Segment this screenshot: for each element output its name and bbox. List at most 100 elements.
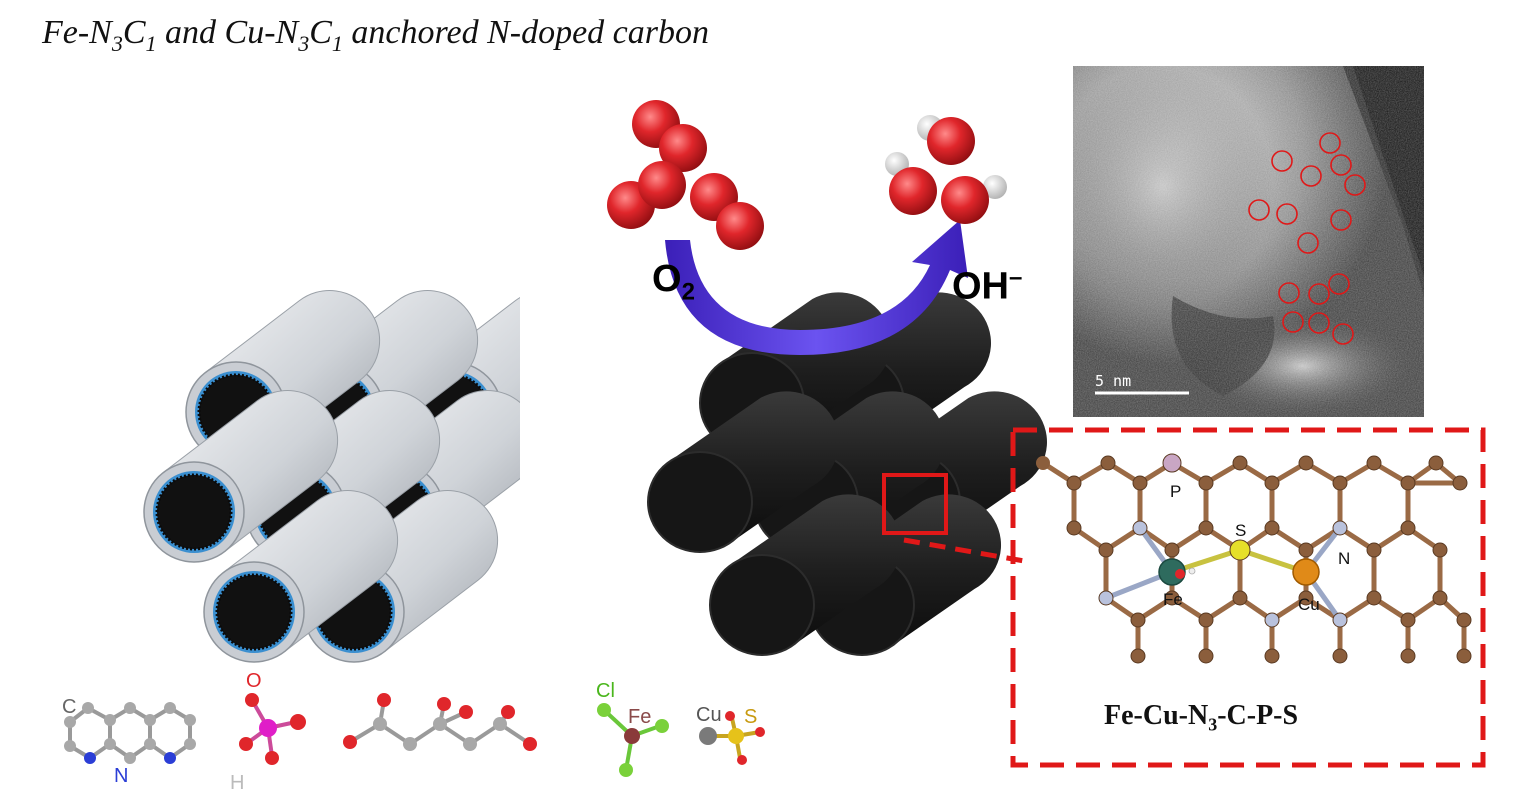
carbon-atom (1198, 612, 1214, 628)
chlorine-atom (597, 703, 611, 717)
carbon-atom (1332, 648, 1348, 664)
haadf-stem-image: 5 nm (1073, 66, 1424, 417)
carbon-atom (433, 717, 447, 731)
oxygen-atom (659, 124, 707, 172)
carbon-atom (164, 702, 176, 714)
atom-marker (1308, 283, 1330, 305)
carbon-atom (493, 717, 507, 731)
carbon-atom (1298, 542, 1314, 558)
atom-marker (1248, 199, 1270, 221)
oxygen-atom (638, 161, 686, 209)
precursor-label-h: H (230, 772, 245, 794)
atom-marker (1300, 165, 1322, 187)
oxygen-atom (941, 176, 989, 224)
carbon-atom (1036, 456, 1050, 470)
oxygen-atom (459, 705, 473, 719)
carbon-atom (1232, 455, 1248, 471)
oxygen-atom (239, 737, 253, 751)
oxygen-atom (437, 697, 451, 711)
structure-frame (1010, 427, 1486, 768)
nitrogen-atom (164, 752, 176, 764)
carbon-atom (1456, 612, 1472, 628)
atom-marker (1344, 174, 1366, 196)
carbon-atom (1366, 542, 1382, 558)
atom-label-n: N (1338, 549, 1351, 568)
carbon-atom (1428, 455, 1444, 471)
carbon-atom (104, 738, 116, 750)
heteroatom (1098, 590, 1114, 606)
carbon-atom (1098, 542, 1114, 558)
atom-label-s: S (1235, 521, 1247, 540)
chlorine-atom (655, 719, 669, 733)
atom-marker (1328, 273, 1350, 295)
heteroatom (1229, 539, 1251, 561)
heteroatom (1332, 612, 1348, 628)
oxygen-atom (290, 714, 306, 730)
atom-marker (1308, 312, 1330, 334)
carbon-atom (1066, 475, 1082, 491)
carbon-atom (1366, 590, 1382, 606)
oh-ligand-hydrogen (1188, 567, 1196, 575)
precursor-label-cl: Cl (596, 680, 615, 702)
carbon-atom (1366, 455, 1382, 471)
precursor-molecules (64, 693, 765, 777)
carbon-atom (1264, 475, 1280, 491)
zoom-highlight-box (882, 473, 948, 535)
carbon-atom (1400, 520, 1416, 536)
atom-label-cu: Cu (1298, 595, 1320, 614)
carbon-atom (1456, 648, 1472, 664)
oxygen-atom (343, 735, 357, 749)
copper-atom (699, 727, 717, 745)
atom-marker (1330, 209, 1352, 231)
reactant-label-o2: O2 (652, 258, 695, 306)
carbon-atom (1452, 475, 1468, 491)
carbon-atom (184, 714, 196, 726)
carbon-atom (1132, 475, 1148, 491)
carbon-atom (1264, 520, 1280, 536)
carbon-atom (1400, 612, 1416, 628)
phosphorus-atom (259, 719, 277, 737)
oxygen-atom (265, 751, 279, 765)
carbon-atom (64, 716, 76, 728)
carbon-atom (1164, 590, 1180, 606)
oxygen-atom (725, 711, 735, 721)
precursor-label-c: C (62, 696, 77, 718)
oxygen-atom (245, 693, 259, 707)
oxygen-atom (755, 727, 765, 737)
carbon-atom (1432, 542, 1448, 558)
oxygen-atom (737, 755, 747, 765)
carbon-atom (104, 714, 116, 726)
carbon-atom (1198, 520, 1214, 536)
carbon-atom (1400, 648, 1416, 664)
precursor-label-cu: Cu (696, 704, 722, 726)
carbon-atom (1198, 475, 1214, 491)
carbon-atom (373, 717, 387, 731)
atom-marker (1319, 132, 1341, 154)
carbon-atom (1298, 590, 1314, 606)
carbon-atom (64, 740, 76, 752)
atom-marker (1282, 311, 1304, 333)
figure-title: Fe-N3C1 and Cu-N3C1 anchored N-doped car… (42, 14, 709, 56)
precursor-label-o: O (246, 670, 262, 692)
carbon-atom (403, 737, 417, 751)
oxygen-atom (377, 693, 391, 707)
heteroatom (1162, 453, 1182, 473)
carbon-atom (1066, 520, 1082, 536)
oxygen-atom (927, 117, 975, 165)
carbon-atom (144, 738, 156, 750)
carbon-atom (82, 702, 94, 714)
carbon-atom (1332, 475, 1348, 491)
atom-marker (1330, 154, 1352, 176)
precursor-label-fe: Fe (628, 706, 652, 728)
oxygen-atom (523, 737, 537, 751)
atom-marker (1271, 150, 1293, 172)
oh-ligand-oxygen (1175, 569, 1185, 579)
sulfur-atom (728, 728, 744, 744)
carbon-atom (1130, 612, 1146, 628)
hollow-tube (143, 390, 339, 563)
atom-label-p: P (1170, 482, 1182, 501)
carbon-atom (1264, 648, 1280, 664)
carbon-rod (647, 391, 840, 553)
carbon-atom (1298, 455, 1314, 471)
